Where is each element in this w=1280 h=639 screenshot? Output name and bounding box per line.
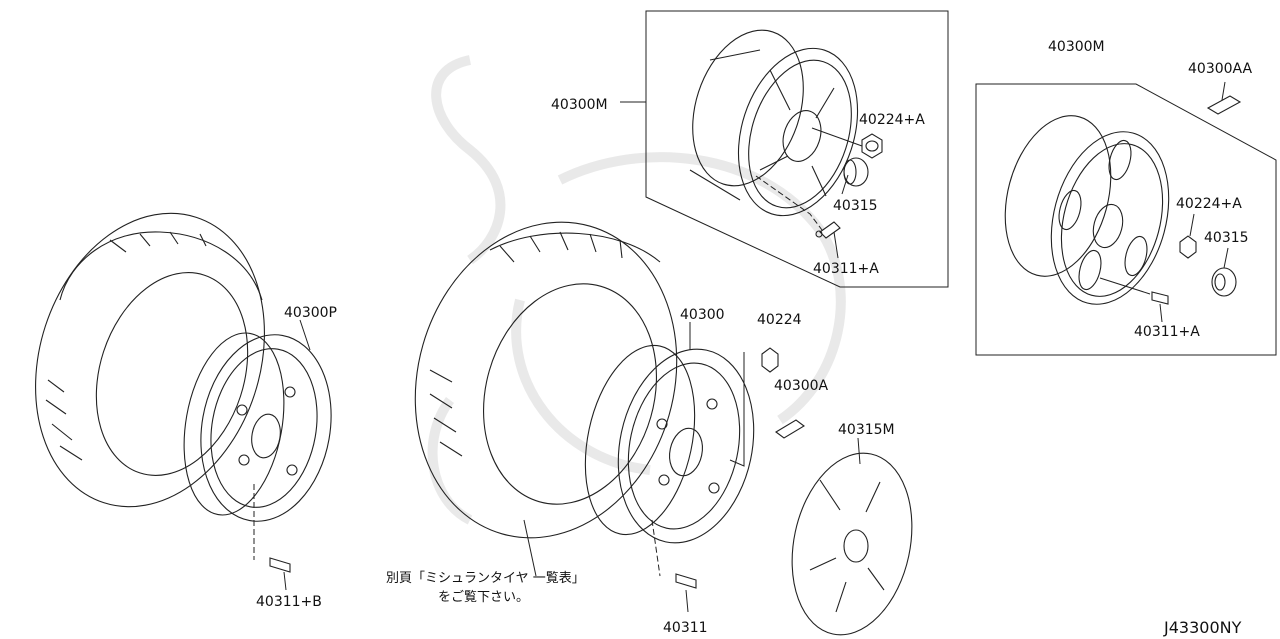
tire-and-wheel-center: 40300 40224 40300A 40315M 40311	[414, 221, 913, 636]
group-frame-right	[975, 83, 1277, 356]
label-40300M-top: 40300M	[551, 97, 608, 113]
valve-icon	[675, 573, 697, 589]
nut-icon	[861, 133, 883, 159]
tire-center	[414, 221, 678, 539]
label-40311B: 40311+B	[256, 594, 322, 610]
balance-weight-icon	[1206, 95, 1242, 115]
label-40224: 40224	[757, 312, 802, 328]
balance-weight-icon	[775, 419, 805, 439]
alloy-wheel-top	[689, 29, 859, 217]
label-40315-top: 40315	[833, 198, 878, 214]
watermark-emblem	[427, 55, 846, 525]
nut-icon	[761, 347, 779, 373]
steel-wheel-center	[584, 344, 755, 544]
tire-and-wheel-left: 40300P 40311+B	[35, 212, 337, 610]
group-frame-top	[645, 10, 949, 288]
center-cap-icon	[1211, 267, 1237, 297]
diagram-code: J43300NY	[1163, 618, 1242, 637]
note-line-2: をご覧下さい。	[438, 589, 529, 605]
label-40300: 40300	[680, 307, 725, 323]
label-40311: 40311	[663, 620, 708, 636]
label-40311A-top: 40311+A	[813, 261, 879, 277]
label-40300M-right: 40300M	[1048, 39, 1105, 55]
valve-icon	[815, 221, 841, 239]
alloy-wheel-group-top: 40300M 40224+A 40315 40311+A	[551, 10, 949, 288]
label-40300A: 40300A	[774, 378, 829, 394]
valve-icon	[1151, 291, 1169, 305]
nut-icon	[1179, 235, 1197, 259]
leader-nut-top	[811, 127, 863, 147]
hub-cap-icon	[791, 452, 913, 636]
tire-left	[35, 212, 265, 508]
label-40300P: 40300P	[284, 305, 337, 321]
label-40315M: 40315M	[838, 422, 895, 438]
label-40315-right: 40315	[1204, 230, 1249, 246]
alloy-wheel-group-right: 40300M 40300AA 40224+A 40315 40311+A	[975, 39, 1277, 356]
label-40224A-right: 40224+A	[1176, 196, 1242, 212]
center-cap-icon	[843, 157, 869, 187]
alloy-wheel-right	[1004, 115, 1170, 305]
steel-wheel-left	[183, 332, 332, 522]
valve-icon	[269, 557, 291, 573]
label-40300AA: 40300AA	[1188, 61, 1253, 77]
label-40224A-top: 40224+A	[859, 112, 925, 128]
leader-valve-top	[755, 175, 823, 231]
note-line-1: 別頁「ミシュランタイヤ 一覧表」	[386, 570, 585, 586]
label-40311A-right: 40311+A	[1134, 324, 1200, 340]
